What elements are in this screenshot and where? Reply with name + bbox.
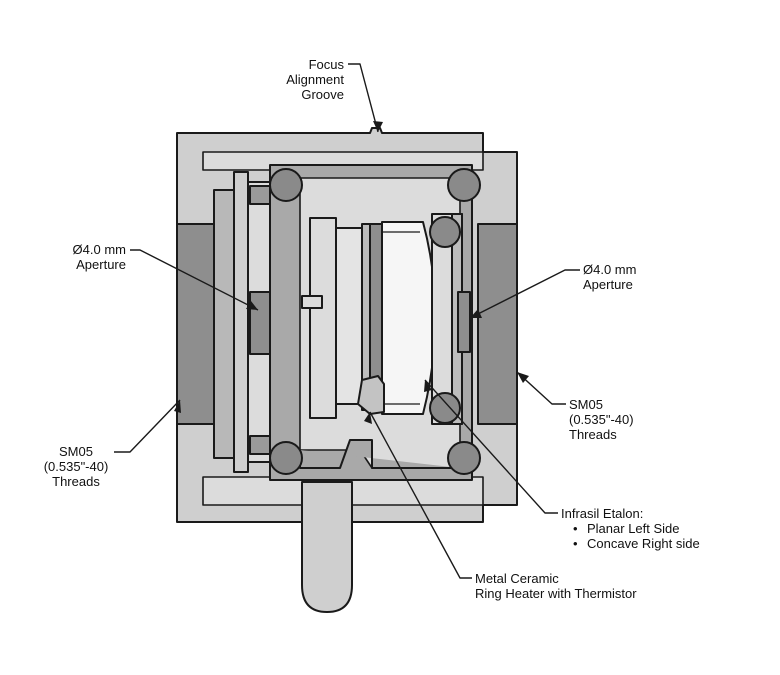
inner-cell-lower-notch xyxy=(299,439,460,469)
bearing-ball xyxy=(429,216,461,248)
etalon-feature: Concave Right side xyxy=(573,536,761,551)
leader-lines xyxy=(114,63,580,579)
leader-aperture-right xyxy=(469,269,580,319)
leader-arrowheads xyxy=(174,121,529,424)
leader-etalon xyxy=(424,379,558,514)
etalon-features-list: Planar Left Side Concave Right side xyxy=(561,521,761,551)
arrowhead xyxy=(470,309,482,318)
arrowhead xyxy=(246,301,258,310)
carrier-spacer xyxy=(335,227,363,405)
bearing-ball xyxy=(447,441,481,475)
label-aperture-left: Ø4.0 mm Aperture xyxy=(72,242,126,272)
handle-tab xyxy=(301,481,353,613)
arrowhead xyxy=(424,380,432,392)
left-ring-tab-bottom xyxy=(249,435,273,455)
carrier-key xyxy=(301,295,323,309)
label-aperture-right: Ø4.0 mm Aperture xyxy=(583,262,637,292)
arrowhead xyxy=(364,412,372,424)
label-ring-heater: Metal Ceramic Ring Heater with Thermisto… xyxy=(475,571,637,601)
leader-aperture-left xyxy=(130,249,259,311)
leader-focus-groove xyxy=(348,63,379,133)
left-ring-tab-top xyxy=(249,185,273,205)
bearing-ball xyxy=(447,168,481,202)
lens-carrier xyxy=(309,217,337,419)
bearing-ball xyxy=(269,441,303,475)
arrowhead xyxy=(373,121,383,132)
right-aperture xyxy=(457,291,471,353)
left-threaded-bore xyxy=(176,223,215,425)
label-threads-right: SM05 (0.535"-40) Threads xyxy=(569,397,634,442)
arrowhead xyxy=(517,372,529,383)
leader-threads-left xyxy=(114,399,181,453)
arrowhead xyxy=(174,400,181,413)
etalon-edge xyxy=(382,231,420,405)
label-focus-alignment-groove: Focus Alignment Groove xyxy=(286,57,344,102)
leader-threads-right xyxy=(516,371,566,405)
label-threads-left: SM05 (0.535"-40) Threads xyxy=(43,444,109,489)
etalon-feature: Planar Left Side xyxy=(573,521,761,536)
bearing-ball xyxy=(269,168,303,202)
ring-heater xyxy=(357,375,385,415)
bearing-ball xyxy=(429,392,461,424)
left-ring-groove xyxy=(233,171,249,473)
right-threaded-bore xyxy=(477,223,518,425)
label-infrasil-etalon: Infrasil Etalon: Planar Left Side Concav… xyxy=(561,506,761,551)
leader-heater xyxy=(369,411,472,579)
